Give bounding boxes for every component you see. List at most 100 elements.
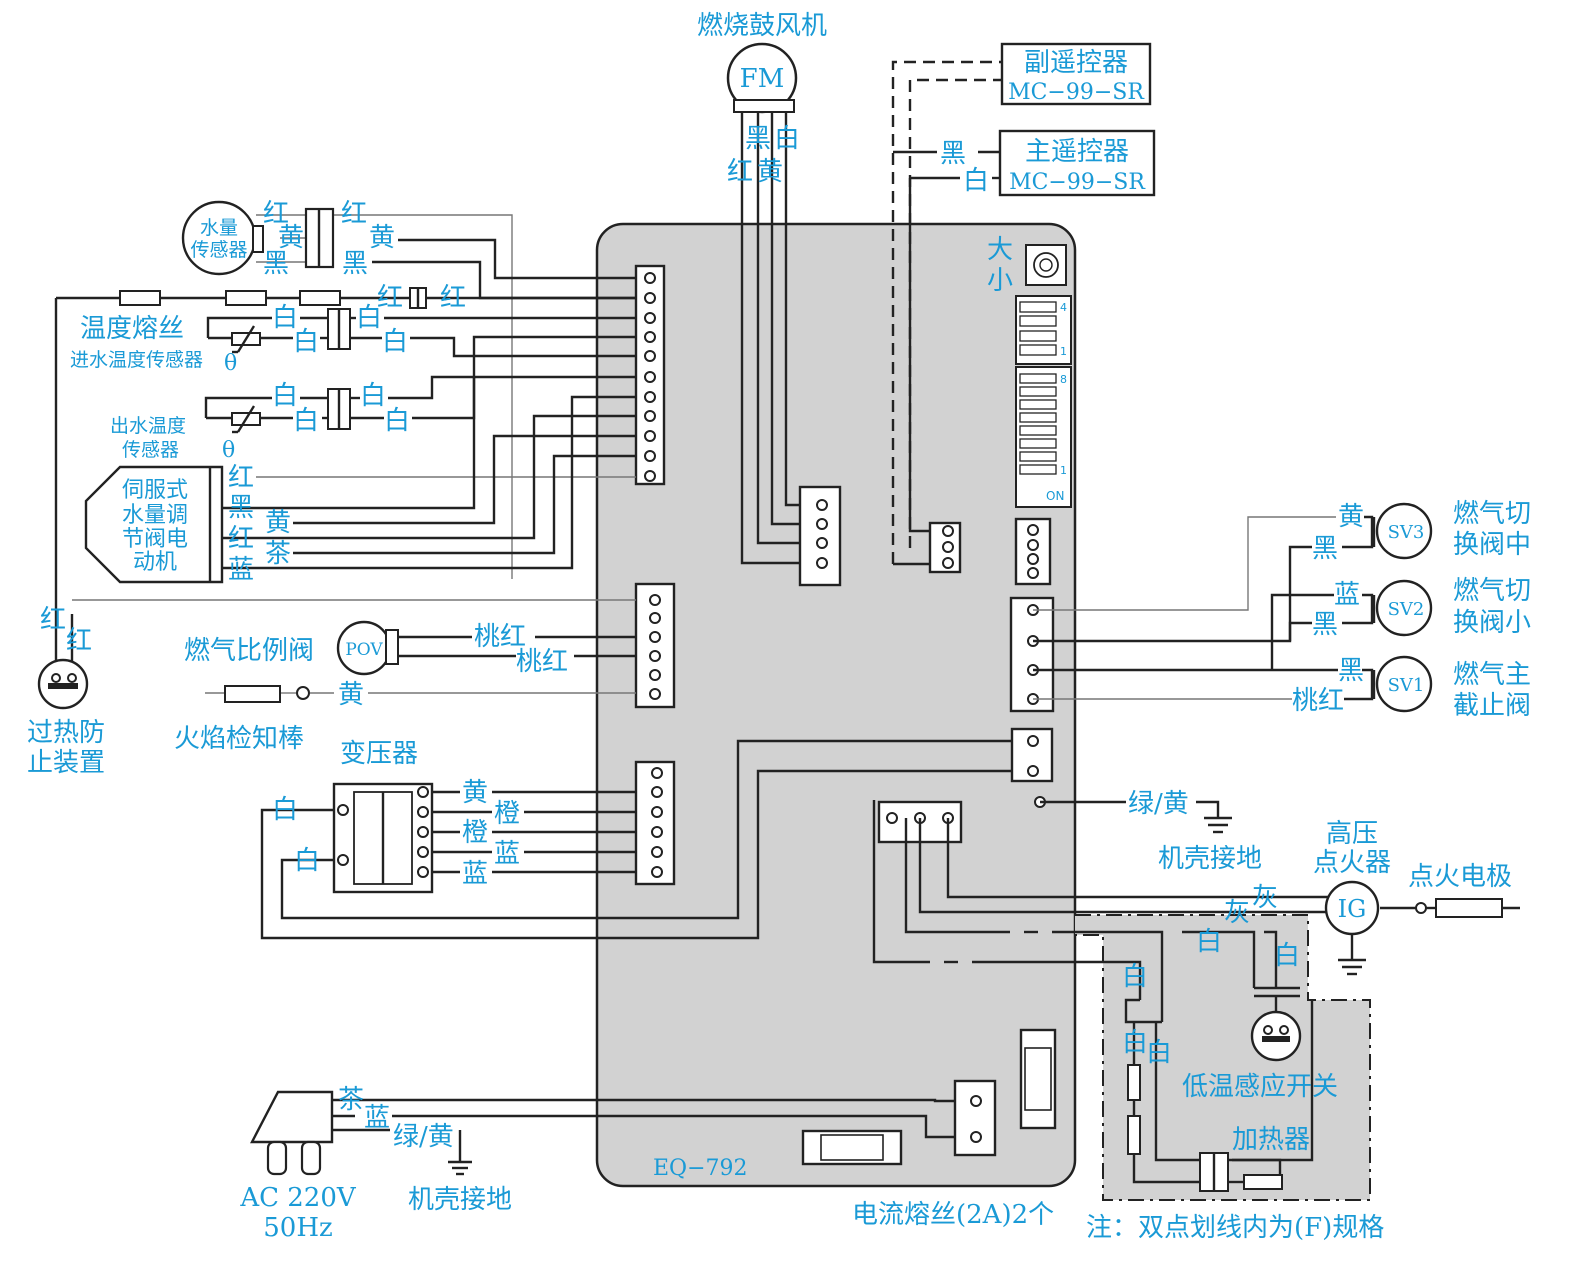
flame-rod-label: 火焰检知棒 — [174, 724, 304, 754]
sv3-symbol: SV3 — [1388, 522, 1425, 543]
plug-brown: 茶 — [338, 1085, 364, 1115]
sv3-label-2: 换阀中 — [1453, 530, 1531, 560]
size-big-label: 大 — [987, 235, 1013, 265]
connector-transformer-primary — [1010, 727, 1054, 783]
sv1-black: 黑 — [1338, 656, 1364, 686]
ground-label-1: 机壳接地 — [408, 1185, 512, 1215]
transformer-label: 变压器 — [340, 739, 418, 769]
sv3-label-1: 燃气切 — [1453, 499, 1531, 529]
low-temp-switch-label: 低温感应开关 — [1182, 1072, 1338, 1102]
heater-white-4: 白 — [1122, 1028, 1148, 1058]
outlet-white-2: 白 — [293, 406, 319, 436]
fan-wire-white: 白 — [774, 124, 800, 154]
servo-blue: 蓝 — [228, 555, 254, 585]
transformer-white-1: 白 — [272, 795, 298, 825]
fan-symbol: FM — [740, 64, 785, 94]
outlet-sensor-label-1: 出水温度 — [110, 415, 186, 437]
transformer-yellow: 黄 — [462, 778, 488, 808]
connector-fan — [798, 485, 842, 587]
water-flow-sensor — [181, 200, 335, 276]
remote-wire-white: 白 — [963, 166, 989, 196]
gas-valve-sv1: SV1 — [1372, 655, 1433, 713]
sub-remote — [1000, 42, 1152, 106]
overheat-label-2: 止装置 — [27, 748, 105, 778]
fan-wire-red: 红 — [727, 157, 753, 187]
heater-white-3: 白 — [1122, 962, 1148, 992]
servo-red-2: 红 — [228, 524, 254, 554]
theta-outlet: θ — [222, 438, 235, 463]
sv2-label-2: 换阀小 — [1453, 608, 1531, 638]
connector-remote — [928, 521, 962, 574]
pov-wire-2: 桃红 — [516, 647, 568, 677]
ig-symbol: IG — [1338, 895, 1367, 923]
heater-label: 加热器 — [1232, 1125, 1310, 1155]
combustion-fan: FM — [726, 42, 798, 114]
f-spec-region — [1075, 914, 1371, 1201]
sv2-black: 黑 — [1312, 610, 1338, 640]
fan-title: 燃烧鼓风机 — [697, 11, 827, 41]
board-fuse-vertical — [1019, 1028, 1057, 1130]
servo-red-1: 红 — [228, 463, 254, 493]
servo-brown: 茶 — [265, 539, 291, 569]
water-sensor-label-2: 传感器 — [190, 239, 247, 261]
remote-wire-black: 黑 — [940, 139, 966, 169]
board-model: EQ−792 — [653, 1156, 748, 1181]
flame-rod — [224, 685, 310, 703]
main-remote-model: MC−99−SR — [1009, 170, 1146, 195]
transformer-orange-1: 橙 — [494, 799, 520, 829]
connector-cn3 — [634, 760, 676, 886]
inlet-sensor-label: 进水温度传感器 — [70, 349, 203, 371]
connector-spare — [1014, 517, 1052, 586]
outlet-white-3: 白 — [360, 381, 386, 411]
ws-red-left: 红 — [263, 199, 289, 229]
servo-label-3: 节阀电 — [122, 527, 188, 552]
ground-green-yellow: 绿/黄 — [1128, 789, 1189, 819]
water-sensor-label-1: 水量 — [200, 217, 238, 239]
heater-white-2: 白 — [1274, 941, 1300, 971]
inlet-white-4: 白 — [382, 327, 408, 357]
board-fuse-horizontal — [801, 1129, 903, 1166]
ws-black-left: 黑 — [263, 249, 289, 279]
servo-label-2: 水量调 — [122, 503, 188, 528]
outlet-white-1: 白 — [272, 381, 298, 411]
ws-yellow-left: 黄 — [278, 223, 304, 253]
servo-label-4: 动机 — [133, 550, 177, 575]
temp-fuse-red-right: 红 — [440, 283, 466, 313]
ws-red-right: 红 — [341, 199, 367, 229]
plug-green-yellow: 绿/黄 — [393, 1122, 454, 1152]
sv1-pink: 桃红 — [1292, 686, 1344, 716]
control-board — [595, 222, 1077, 1188]
ground-label-2: 机壳接地 — [1158, 844, 1262, 874]
dip-large-1-label: 1 — [1060, 464, 1067, 477]
ws-black-right: 黑 — [342, 249, 368, 279]
dip-large-8-label: 8 — [1060, 373, 1067, 386]
transformer-orange-2: 橙 — [462, 818, 488, 848]
size-adjust-knob — [1025, 244, 1067, 286]
transformer-blue-1: 蓝 — [494, 839, 520, 869]
sv2-symbol: SV2 — [1388, 599, 1425, 620]
servo-label-1: 伺服式 — [122, 478, 188, 503]
pov-title: 燃气比例阀 — [184, 636, 314, 666]
high-voltage-igniter: IG — [1324, 880, 1503, 936]
wires — [54, 60, 1520, 1184]
sv1-symbol: SV1 — [1388, 675, 1425, 696]
plug-blue: 蓝 — [364, 1103, 390, 1133]
sv1-label-2: 截止阀 — [1453, 691, 1531, 721]
connector-cn1 — [634, 264, 666, 486]
f-spec-note: 注：双点划线内为(F)规格 — [1086, 1213, 1384, 1243]
outlet-sensor-label-2: 传感器 — [122, 439, 179, 461]
gray-wire-2: 灰 — [1224, 898, 1250, 928]
main-remote — [998, 129, 1156, 197]
dip-switch-small: 4 1 — [1015, 295, 1072, 365]
overheat-protector — [37, 658, 89, 710]
gas-valve-sv3: SV3 — [1372, 502, 1433, 560]
labels: 燃烧鼓风机 黑 白 红 黄 副遥控器 MC−99−SR 主遥控器 MC−99−S… — [27, 11, 1531, 1243]
hv-label-1: 高压 — [1326, 819, 1378, 849]
theta-inlet: θ — [224, 351, 237, 376]
sv3-black: 黑 — [1312, 534, 1338, 564]
overheat-red-1: 红 — [40, 605, 66, 635]
power-plug — [250, 1090, 334, 1176]
heater — [1127, 1064, 1283, 1192]
sv2-label-1: 燃气切 — [1453, 576, 1531, 606]
